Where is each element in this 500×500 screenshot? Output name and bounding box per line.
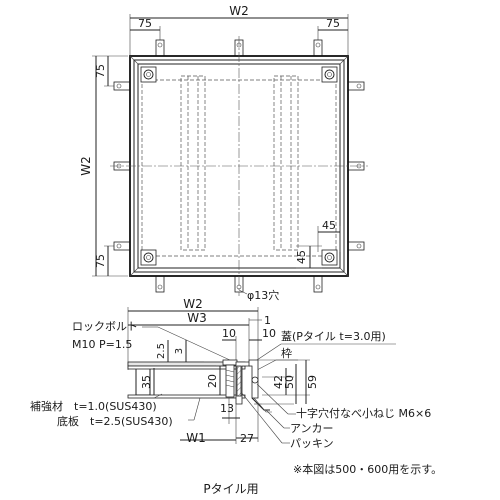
dim-section-w1: W1	[180, 424, 237, 445]
frame-label: 枠	[256, 346, 298, 371]
lock-bolt-bottom-right	[321, 249, 338, 266]
lock-bolt-top-right	[321, 66, 338, 83]
dim-section-10b-label: 10	[262, 327, 276, 340]
lock-bolt-spec-text: M10 P=1.5	[72, 338, 132, 351]
hole-callout-label: φ13穴	[247, 288, 279, 302]
dim-section-20-label: 20	[206, 374, 219, 388]
dim-section-42-label: 42	[272, 375, 285, 389]
anchor-label-text: アンカー	[290, 422, 334, 435]
packing-label: パッキン	[240, 391, 334, 450]
dim-top-total: W2	[129, 4, 349, 56]
packing-label-text: パッキン	[290, 437, 334, 450]
lock-bolt-bottom-left	[140, 249, 157, 266]
section-view: W2 W3 1 10 10 ロックボルト M10 P=1.5	[30, 297, 431, 450]
bottom-plate-label-text: 底板 t=2.5(SUS430)	[57, 414, 173, 428]
dim-corner-v-label: 45	[295, 250, 308, 264]
dim-section-2-5-label: 2.5	[156, 343, 167, 359]
dim-section-w3: W3	[128, 311, 250, 360]
plan-view: W2 75 75 W2 75 75	[79, 4, 368, 302]
dim-corner-horizontal: 45	[317, 219, 341, 252]
dim-top-total-label: W2	[229, 4, 249, 18]
dim-section-35: 35	[140, 368, 155, 395]
dim-section-1: 1	[249, 314, 271, 327]
reinforcement-label: 補強材 t=1.0(SUS430)	[30, 393, 163, 413]
lock-bolt-label-text: ロックボルト	[72, 320, 138, 333]
dim-left-bottom-label: 75	[94, 254, 107, 268]
bottom-plate-label: 底板 t=2.5(SUS430)	[57, 397, 201, 428]
dim-section-1-label: 1	[264, 314, 271, 327]
dim-corner-vertical: 45	[295, 245, 322, 269]
dim-section-w2: W2	[127, 297, 259, 370]
dim-section-20: 20	[206, 365, 226, 396]
dim-section-13-label: 13	[220, 402, 234, 415]
screw-label: 十字穴付なべ小ねじ M6×6	[256, 383, 431, 420]
dim-top-left-label: 75	[138, 17, 152, 30]
dim-section-27-label: 27	[240, 432, 254, 445]
reinforcement-label-text: 補強材 t=1.0(SUS430)	[30, 399, 157, 413]
dim-left-top-label: 75	[94, 64, 107, 78]
frame-label-text: 枠	[281, 346, 292, 360]
packing-section	[236, 365, 242, 397]
dim-section-w3-label: W3	[187, 311, 207, 325]
drawing-note: ※本図は500・600用を示す。	[293, 462, 442, 476]
dim-section-3: 3	[174, 340, 204, 366]
screw-label-text: 十字穴付なべ小ねじ M6×6	[296, 406, 431, 420]
dim-section-w1-label: W1	[186, 431, 206, 445]
screw-section	[251, 376, 259, 384]
dim-section-right: 42 50 59	[258, 359, 319, 405]
drawing-caption: Pタイル用	[203, 482, 258, 496]
lock-bolt-top-left	[140, 66, 157, 83]
cover-label-text: 蓋(Pタイル t=3.0用)	[281, 330, 386, 343]
dim-left-total: W2	[79, 55, 128, 277]
cover-label: 蓋(Pタイル t=3.0用)	[253, 330, 396, 363]
dim-top-right-label: 75	[326, 17, 340, 30]
dim-section-59-label: 59	[306, 375, 319, 389]
cover-plate	[127, 365, 246, 370]
dim-section-13: 13	[220, 398, 240, 424]
dim-section-35-label: 35	[140, 375, 153, 389]
reinforcement-channel-left	[180, 75, 206, 251]
dim-corner-h-label: 45	[322, 219, 336, 232]
anchor-label: アンカー	[265, 409, 334, 435]
dim-section-27: 27	[236, 404, 259, 445]
lock-bolt-label: ロックボルト M10 P=1.5	[72, 320, 233, 362]
lock-bolt-head	[222, 359, 238, 366]
dim-section-3-label: 3	[174, 348, 185, 354]
dim-section-10a-label: 10	[222, 327, 236, 340]
dim-section-50-label: 50	[283, 375, 296, 389]
hole-callout: φ13穴	[238, 288, 279, 302]
reinforcement-channel-right	[273, 75, 299, 251]
dim-section-w2-label: W2	[183, 297, 203, 311]
dim-left-total-label: W2	[79, 156, 93, 176]
dim-section-10: 10 10	[222, 327, 276, 360]
